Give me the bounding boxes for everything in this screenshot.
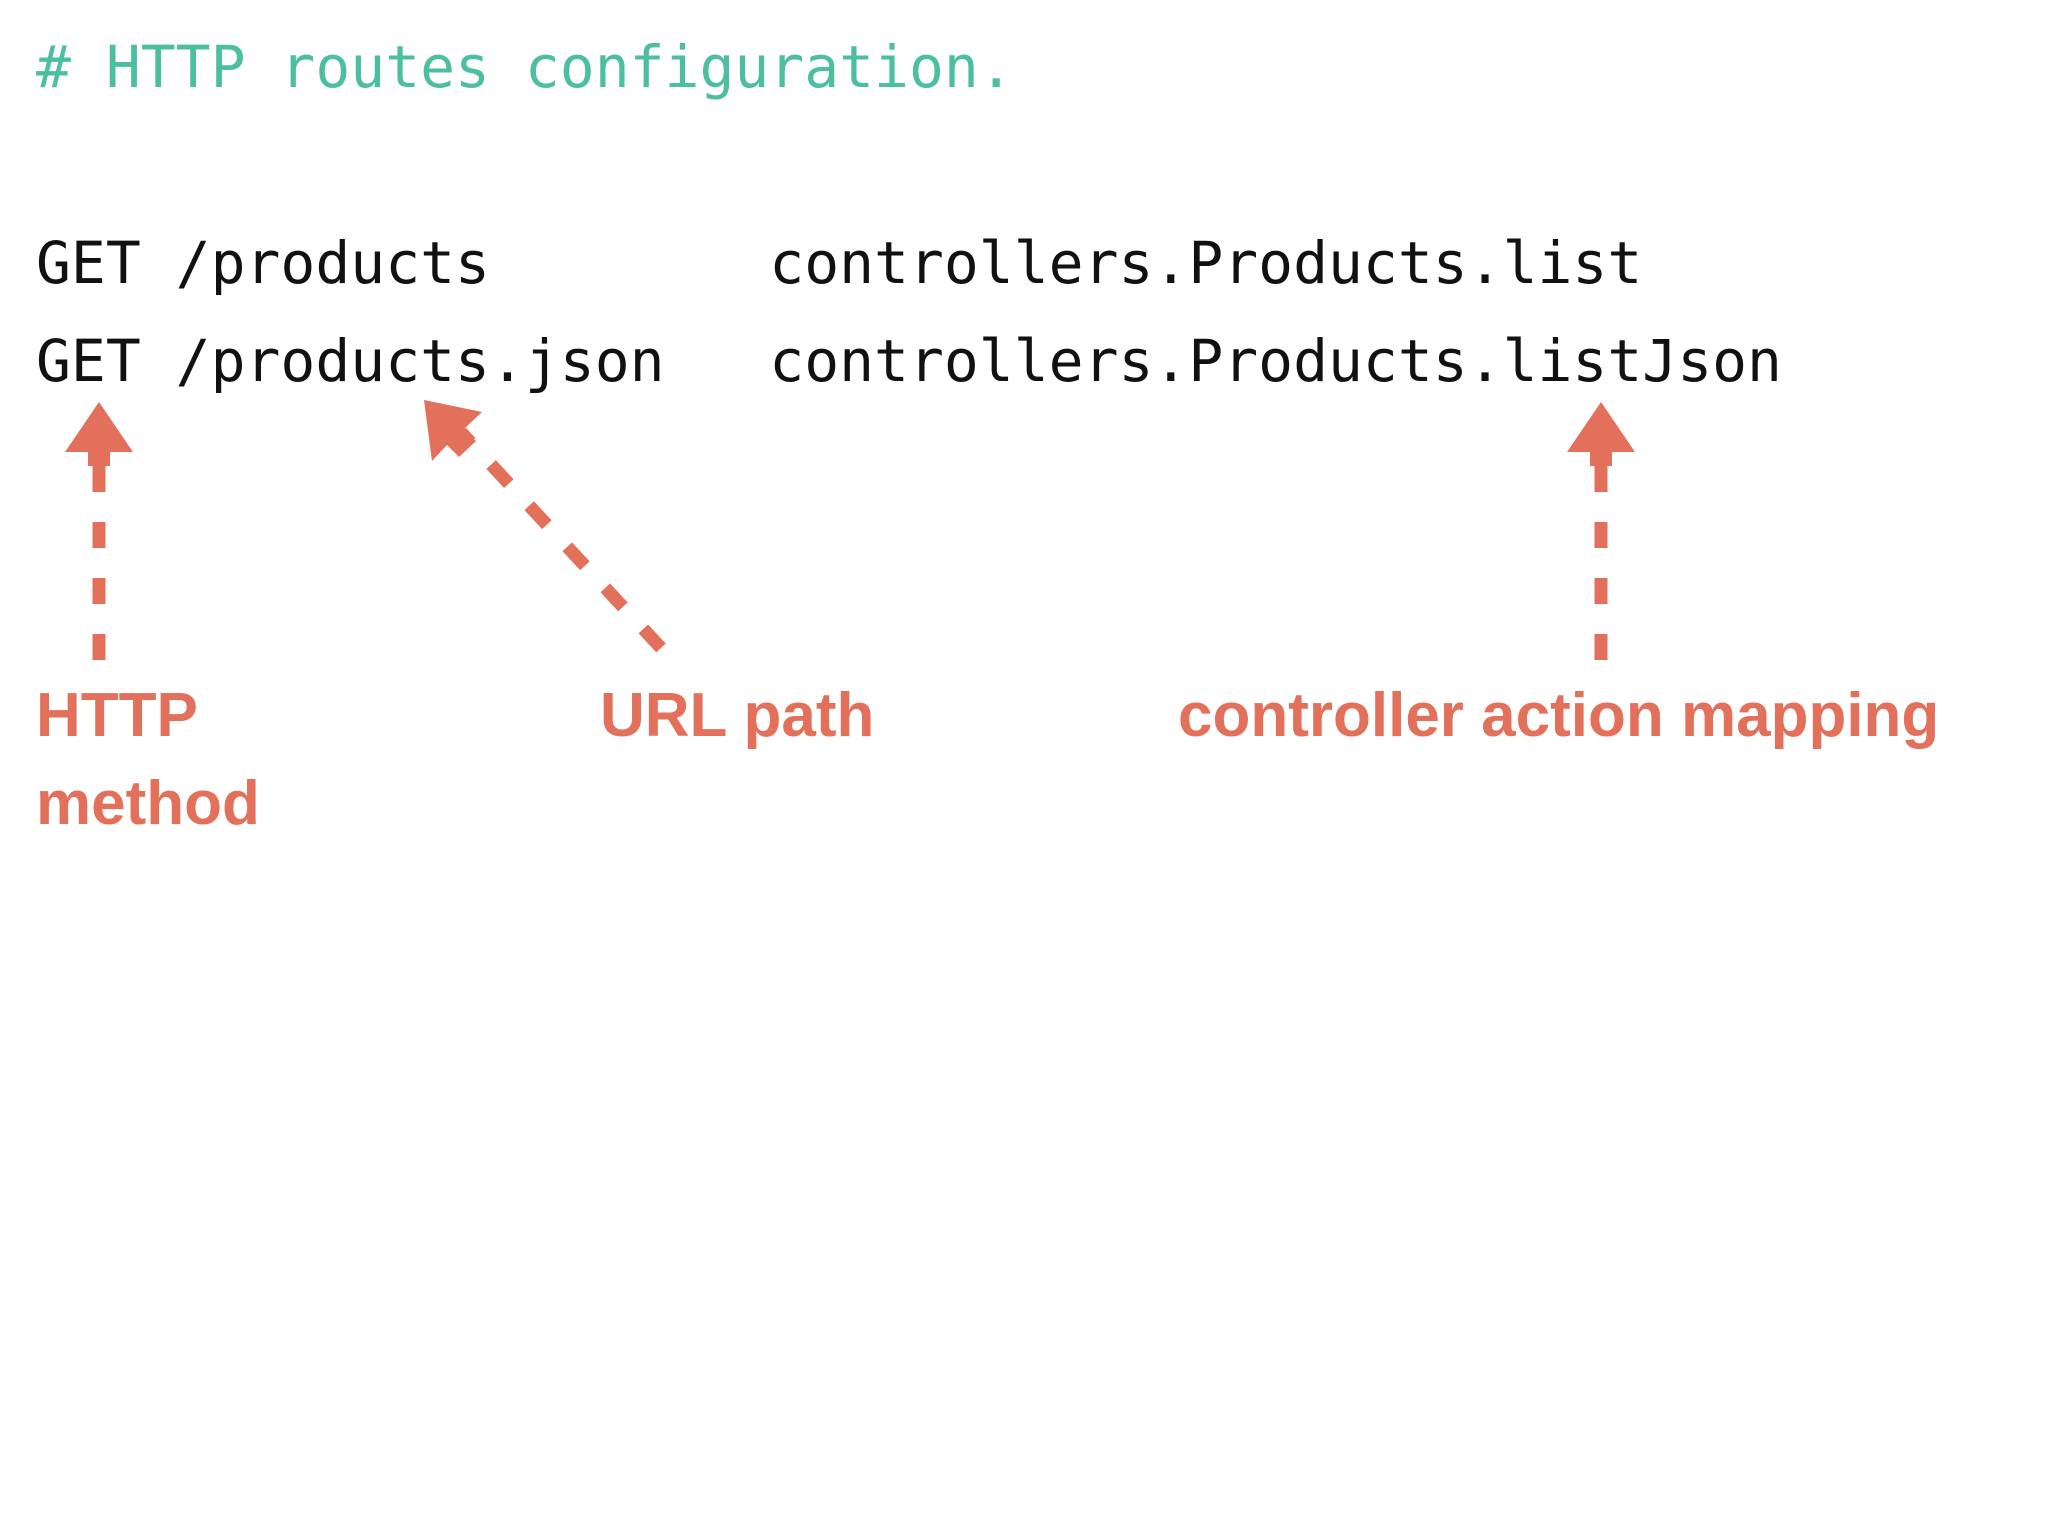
code-block: # HTTP routes configuration. GET /produc… xyxy=(36,18,1996,410)
arrow-http-method-icon xyxy=(65,402,133,660)
code-route-line-1: GET /products controllers.Products.list xyxy=(36,229,1643,297)
annotation-label-http-method: HTTP method xyxy=(36,681,260,838)
arrow-controller-action-icon xyxy=(1567,402,1635,660)
annotation-label-controller-action-mapping: controller action mapping xyxy=(1178,681,1940,750)
code-route-line-2: GET /products.json controllers.Products.… xyxy=(36,327,1782,395)
arrow-url-path-icon xyxy=(424,400,666,653)
code-comment-line: # HTTP routes configuration. xyxy=(36,33,1014,101)
code-blank-line xyxy=(36,116,1996,214)
annotation-label-url-path: URL path xyxy=(600,681,875,750)
